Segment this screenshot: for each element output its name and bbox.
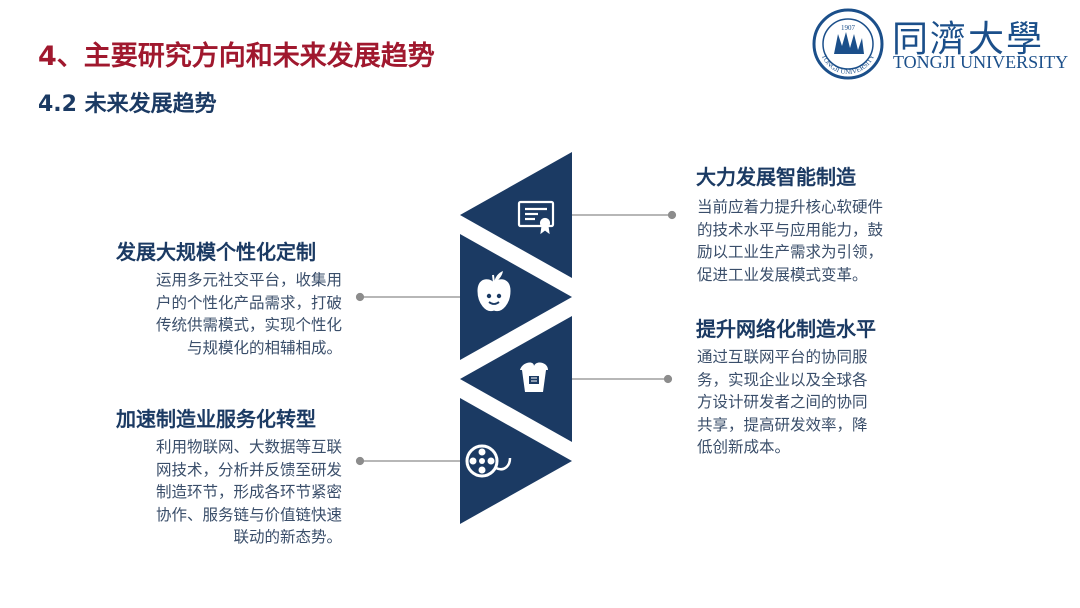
triangle-3 bbox=[460, 316, 572, 442]
item-2-description: 运用多元社交平台，收集用 户的个性化产品需求，打破 传统供需模式，实现个性化 与… bbox=[155, 271, 342, 357]
triangle-2 bbox=[460, 234, 572, 360]
triangle-1 bbox=[460, 152, 572, 278]
certificate-icon bbox=[517, 200, 555, 235]
connector-dot-1 bbox=[667, 210, 677, 220]
item-2-title: 发展大规模个性化定制 bbox=[116, 240, 316, 264]
item-3-title: 提升网络化制造水平 bbox=[696, 317, 876, 341]
connector-dot-3 bbox=[663, 374, 673, 384]
triangle-4 bbox=[460, 398, 572, 524]
page-title: 4、主要研究方向和未来发展趋势 bbox=[38, 41, 435, 72]
section-subtitle: 4.2 未来发展趋势 bbox=[38, 92, 217, 117]
item-4-description: 利用物联网、大数据等互联 网技术，分析并反馈至研发 制造环节，形成各环节紧密 协… bbox=[155, 438, 342, 546]
connector-dot-4 bbox=[355, 456, 365, 466]
item-1-title: 大力发展智能制造 bbox=[696, 165, 856, 189]
item-3-description: 通过互联网平台的协同服 务，实现企业以及全球各 方设计研发者之间的协同 共享，提… bbox=[697, 348, 868, 456]
seal-year: 1907 bbox=[841, 24, 856, 32]
university-seal-icon: 1907 TONGJI UNIVERSITY bbox=[812, 8, 884, 80]
connector-dot-2 bbox=[355, 292, 365, 302]
item-4-title: 加速制造业服务化转型 bbox=[116, 407, 316, 431]
apple-icon bbox=[477, 271, 511, 312]
basket-icon bbox=[520, 362, 548, 392]
film-reel-icon bbox=[465, 444, 512, 478]
university-name-zh: 同濟大學 bbox=[892, 19, 1045, 60]
university-name-en: TONGJI UNIVERSITY bbox=[893, 52, 1069, 72]
item-1-description: 当前应着力提升核心软硬件 的技术水平与应用能力，鼓 励以工业生产需求为引领， 促… bbox=[697, 198, 884, 284]
